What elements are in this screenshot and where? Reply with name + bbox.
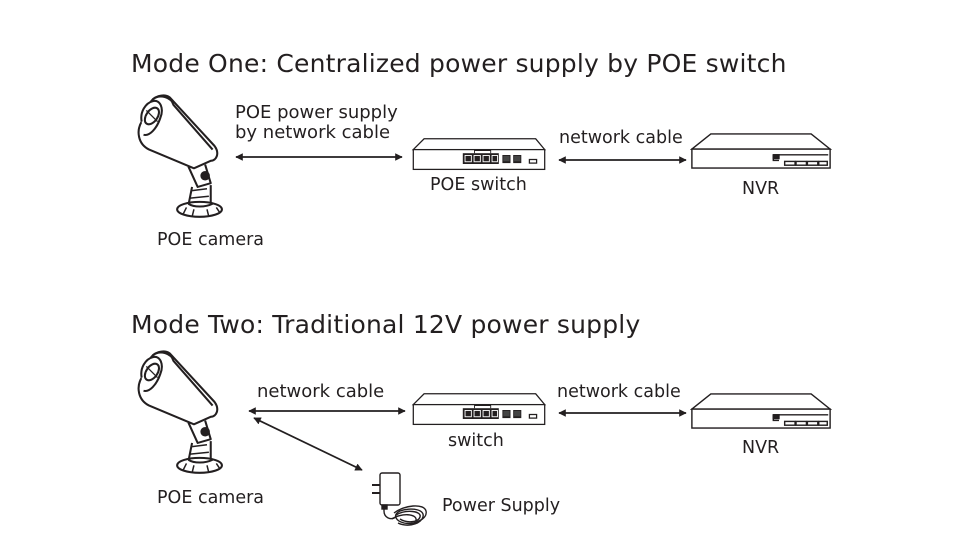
mode-one-link1-label-line1: POE power supply bbox=[235, 102, 398, 123]
mode-one-nvr-label: NVR bbox=[742, 179, 780, 199]
mode-two-switch-label: switch bbox=[448, 431, 504, 451]
mode-one-link2-label: network cable bbox=[559, 128, 683, 148]
nvr-icon bbox=[691, 393, 831, 429]
mode-one-camera-label: POE camera bbox=[157, 230, 265, 250]
power-adapter-icon bbox=[370, 471, 428, 527]
switch-icon bbox=[412, 393, 546, 426]
nvr-icon bbox=[691, 133, 831, 169]
mode-two-camera-label: POE camera bbox=[157, 488, 265, 508]
mode-two-nvr-label: NVR bbox=[742, 438, 780, 458]
poe-camera-icon bbox=[137, 94, 224, 218]
mode-one-title: Mode One: Centralized power supply by PO… bbox=[131, 49, 787, 78]
poe-camera-icon bbox=[137, 350, 224, 474]
mode-two-link2-arrow bbox=[558, 409, 687, 417]
mode-one-link2-arrow bbox=[558, 156, 687, 164]
power-supply-label: Power Supply bbox=[442, 496, 561, 516]
mode-two-power-arrow bbox=[253, 417, 363, 471]
mode-two-link2-label: network cable bbox=[557, 382, 681, 402]
mode-two-link1-arrow bbox=[248, 407, 406, 415]
poe-switch-icon bbox=[412, 138, 546, 171]
mode-two-link1-label: network cable bbox=[257, 381, 385, 402]
poe-switch-label: POE switch bbox=[430, 175, 527, 195]
mode-one-link1-arrow bbox=[235, 153, 403, 161]
mode-two-title: Mode Two: Traditional 12V power supply bbox=[131, 310, 641, 339]
mode-one-link1-label-line2: by network cable bbox=[235, 122, 391, 143]
